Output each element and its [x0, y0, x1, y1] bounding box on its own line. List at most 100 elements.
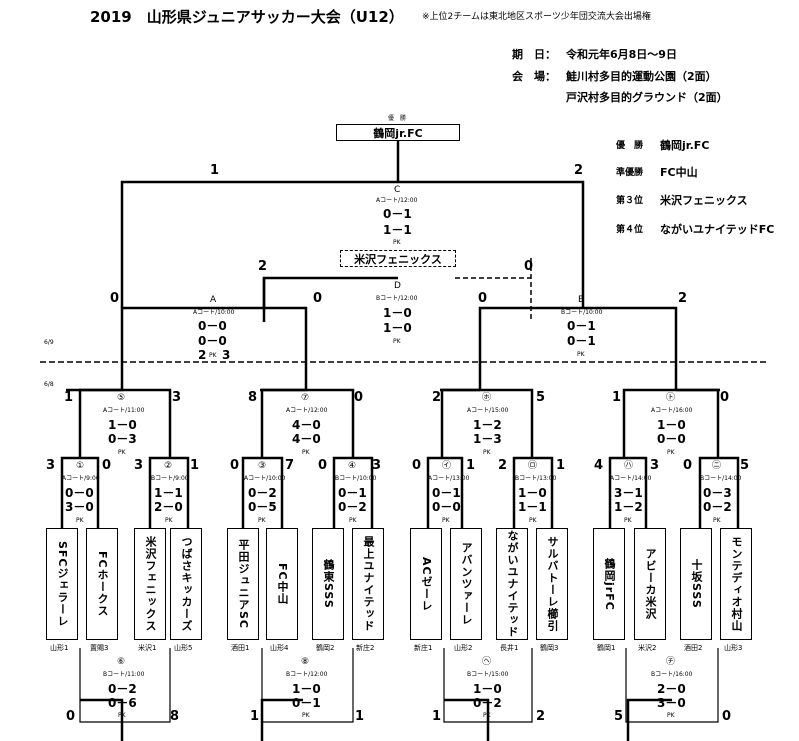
match-pk-d: PK [393, 338, 401, 345]
team-name: 鶴東SSS [322, 559, 335, 609]
team-name: 十坂SSS [690, 559, 703, 609]
match-id-chi: ㋠ [666, 657, 676, 667]
team-name: 平田ジュニアSC [237, 539, 250, 629]
match-court-ro: Bコート/13:00 [515, 475, 557, 482]
match-h1-d: 1－0 [383, 306, 412, 320]
match-court-4: Bコート/10:00 [335, 475, 377, 482]
team-region: 米沢1 [138, 644, 157, 652]
team-box: FCホークス [86, 528, 118, 640]
team-name: アビーカ米沢 [644, 548, 657, 620]
match-h1-c: 0－1 [383, 207, 412, 221]
result-rank-3: 第３位 [616, 196, 644, 206]
result-rank-4: 第４位 [616, 225, 644, 235]
match-pk-chi: PK [667, 712, 675, 719]
match-h2-2: 2－0 [154, 500, 183, 514]
match-h2-4: 0－2 [338, 500, 367, 514]
match-id-ha: ㋩ [624, 461, 634, 471]
match-id-c: C [394, 185, 401, 195]
match-h1-5: 1－0 [108, 418, 137, 432]
mi-left-score: 0 [412, 458, 422, 473]
team-name: アバンツァーレ [460, 542, 473, 626]
match-h1-4: 0－1 [338, 486, 367, 500]
match-pk-a: PK [209, 352, 217, 359]
team-region: 鶴岡2 [316, 644, 335, 652]
match-court-a: Aコート/10:00 [193, 309, 235, 316]
match-court-8: Bコート/12:00 [286, 671, 328, 678]
match-court-ha: Aコート/14:00 [610, 475, 652, 482]
match-h2-ro: 1－1 [518, 500, 547, 514]
match-b-right-score: 2 [678, 291, 688, 306]
match-court-6: Bコート/11:00 [103, 671, 145, 678]
team-name: FCホークス [96, 551, 109, 617]
match-court-to: Aコート/16:00 [651, 407, 693, 414]
match-pk-left-a: 2 [198, 348, 207, 362]
mchi-right-score: 0 [722, 709, 732, 724]
match-id-he: ㋬ [482, 657, 492, 667]
team-region: 山形1 [50, 644, 69, 652]
match-pk-5: PK [118, 449, 126, 456]
match-pk-ni: PK [713, 517, 721, 524]
m8-left-score: 1 [250, 709, 260, 724]
qf-ho-right-score: 5 [536, 390, 546, 405]
champion-caption: 優 勝 [388, 115, 407, 122]
match-id-2: ② [164, 461, 173, 471]
match-court-ho: Aコート/15:00 [467, 407, 509, 414]
match-h2-8: 0－1 [292, 696, 321, 710]
match-id-to: ㋣ [666, 393, 676, 403]
match-h1-2: 1－1 [154, 486, 183, 500]
match-court-7: Aコート/12:00 [286, 407, 328, 414]
qf5-right-score: 3 [172, 390, 182, 405]
team-name: 米沢フェニックス [144, 536, 157, 632]
match-h1-i: 0－1 [432, 486, 461, 500]
team-region: 山形5 [174, 644, 193, 652]
third-place-box: 米沢フェニックス [340, 250, 456, 267]
qf5-left-score: 1 [64, 390, 74, 405]
match-h2-i: 0－0 [432, 500, 461, 514]
match-pk-b: PK [577, 351, 585, 358]
qf-to-left-score: 1 [612, 390, 622, 405]
match-pk-6: PK [118, 712, 126, 719]
match-pk-7: PK [302, 449, 310, 456]
m3-right-score: 7 [285, 458, 295, 473]
match-h1-1: 0－0 [65, 486, 94, 500]
match-id-i: ㋑ [442, 461, 452, 471]
champion-box: 鶴岡jr.FC [336, 124, 460, 141]
match-court-he: Bコート/15:00 [467, 671, 509, 678]
match-h1-to: 1－0 [657, 418, 686, 432]
match-h1-6: 0－2 [108, 682, 137, 696]
third-place-name: 米沢フェニックス [354, 252, 442, 266]
team-name: FC中山 [276, 563, 289, 605]
result-rank-1: 優 勝 [616, 141, 644, 151]
venue-1: 鮭川村多目的運動公園（2面） [566, 70, 717, 83]
team-region: 山形3 [724, 644, 743, 652]
match-h1-3: 0－2 [248, 486, 277, 500]
team-region: 新庄1 [414, 644, 433, 652]
match-h1-ho: 1－2 [473, 418, 502, 432]
mchi-left-score: 5 [614, 709, 624, 724]
team-region: 酒田1 [231, 644, 250, 652]
team-box: 平田ジュニアSC [227, 528, 259, 640]
match-id-b: B [578, 295, 585, 305]
match-d-left-score: 2 [258, 259, 268, 274]
team-box: ながいユナイテッド [496, 528, 528, 640]
match-pk-ho: PK [483, 449, 491, 456]
match-h1-ro: 1－0 [518, 486, 547, 500]
mi-right-score: 1 [466, 458, 476, 473]
match-h2-to: 0－0 [657, 432, 686, 446]
match-h2-ho: 1－3 [473, 432, 502, 446]
match-h1-a: 0－0 [198, 319, 227, 333]
match-h2-d: 1－0 [383, 321, 412, 335]
team-name: 鶴岡jrFC [603, 557, 616, 611]
qf7-right-score: 0 [354, 390, 364, 405]
match-pk-he: PK [483, 712, 491, 719]
m4-left-score: 0 [318, 458, 328, 473]
day2-label: 6/9 [44, 339, 54, 346]
date-label: 期 日： [512, 48, 556, 61]
match-h2-5: 0－3 [108, 432, 137, 446]
team-box: 最上ユナイテッド [352, 528, 384, 640]
match-id-7: ⑦ [301, 393, 310, 403]
team-name: モンテディオ村山 [730, 536, 743, 632]
qualification-note: ※上位2チームは東北地区スポーツ少年団交流大会出場権 [422, 12, 651, 22]
match-court-2: Bコート/9:00 [151, 475, 189, 482]
m6-right-score: 8 [170, 709, 180, 724]
